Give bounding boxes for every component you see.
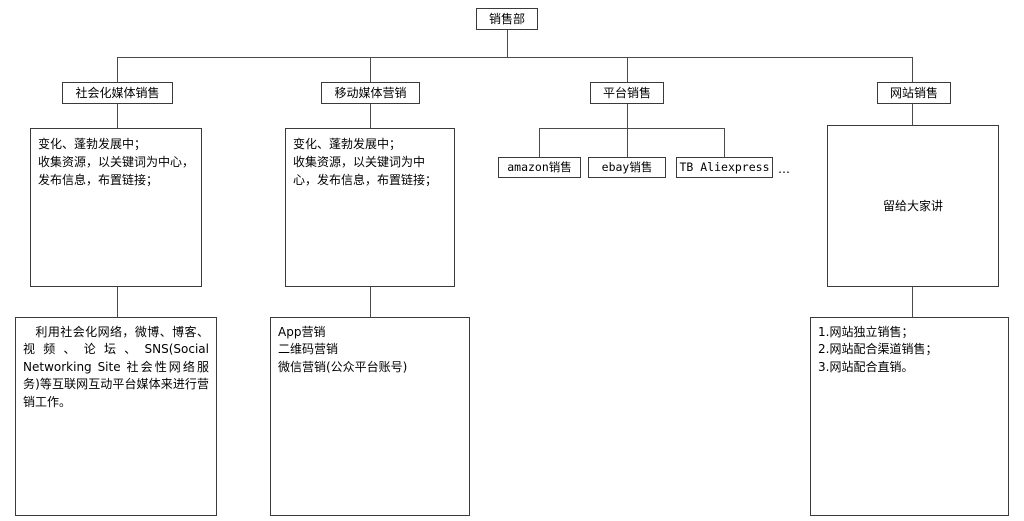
connector-website-detail-to-bottom	[912, 287, 913, 317]
node-platform-amazon-label: amazon销售	[507, 160, 572, 175]
connector-mobile-media-to-detail	[370, 104, 371, 129]
connector-drop-tb-aliexpress	[724, 128, 725, 157]
node-platform-amazon[interactable]: amazon销售	[498, 157, 581, 178]
node-branch-platform-sales-label: 平台销售	[602, 85, 651, 100]
node-branch-platform-sales[interactable]: 平台销售	[590, 82, 664, 104]
connector-mobile-media-detail-to-bottom	[370, 287, 371, 317]
panel-social-media-description: 利用社会化网络，微博、博客、视频、论坛、SNS(Social Networkin…	[15, 317, 217, 516]
connector-drop-platform	[627, 57, 628, 82]
node-branch-website-sales[interactable]: 网站销售	[877, 82, 951, 104]
connector-social-media-to-detail	[117, 104, 118, 129]
node-platform-ebay-label: ebay销售	[601, 160, 653, 175]
connector-drop-social-media	[117, 57, 118, 82]
connector-main-bus	[117, 57, 912, 58]
panel-mobile-media-detail: 变化、蓬勃发展中； 收集资源，以关键词为中心，发布信息，布置链接；	[285, 128, 455, 287]
connector-platform-subbus	[539, 128, 725, 129]
panel-social-media-detail: 变化、蓬勃发展中； 收集资源，以关键词为中心，发布信息，布置链接；	[30, 128, 202, 287]
connector-drop-amazon	[539, 128, 540, 157]
platform-more-ellipsis: …	[778, 162, 791, 176]
panel-website-detail: 留给大家讲	[827, 125, 999, 287]
connector-drop-mobile-media	[370, 57, 371, 82]
node-root-sales-department[interactable]: 销售部	[476, 8, 538, 30]
connector-root-stem	[507, 30, 508, 57]
node-platform-tb-aliexpress[interactable]: TB Aliexpress	[676, 157, 773, 178]
node-branch-social-media-label: 社会化媒体销售	[75, 85, 160, 100]
connector-social-media-detail-to-bottom	[117, 287, 118, 317]
connector-platform-to-subbus	[627, 104, 628, 129]
node-branch-website-sales-label: 网站销售	[889, 85, 938, 100]
node-branch-social-media[interactable]: 社会化媒体销售	[62, 82, 173, 104]
node-platform-ebay[interactable]: ebay销售	[588, 157, 666, 178]
panel-mobile-media-description: App营销 二维码营销 微信营销(公众平台账号)	[270, 317, 470, 516]
connector-drop-ebay	[627, 128, 628, 157]
node-platform-tb-aliexpress-label: TB Aliexpress	[679, 160, 770, 175]
node-root-label: 销售部	[488, 11, 525, 26]
panel-website-description: 1.网站独立销售； 2.网站配合渠道销售； 3.网站配合直销。	[810, 317, 1009, 516]
connector-drop-website	[912, 57, 913, 82]
node-branch-mobile-media[interactable]: 移动媒体营销	[321, 82, 420, 104]
connector-website-to-detail	[912, 104, 913, 129]
node-branch-mobile-media-label: 移动媒体营销	[334, 85, 407, 100]
